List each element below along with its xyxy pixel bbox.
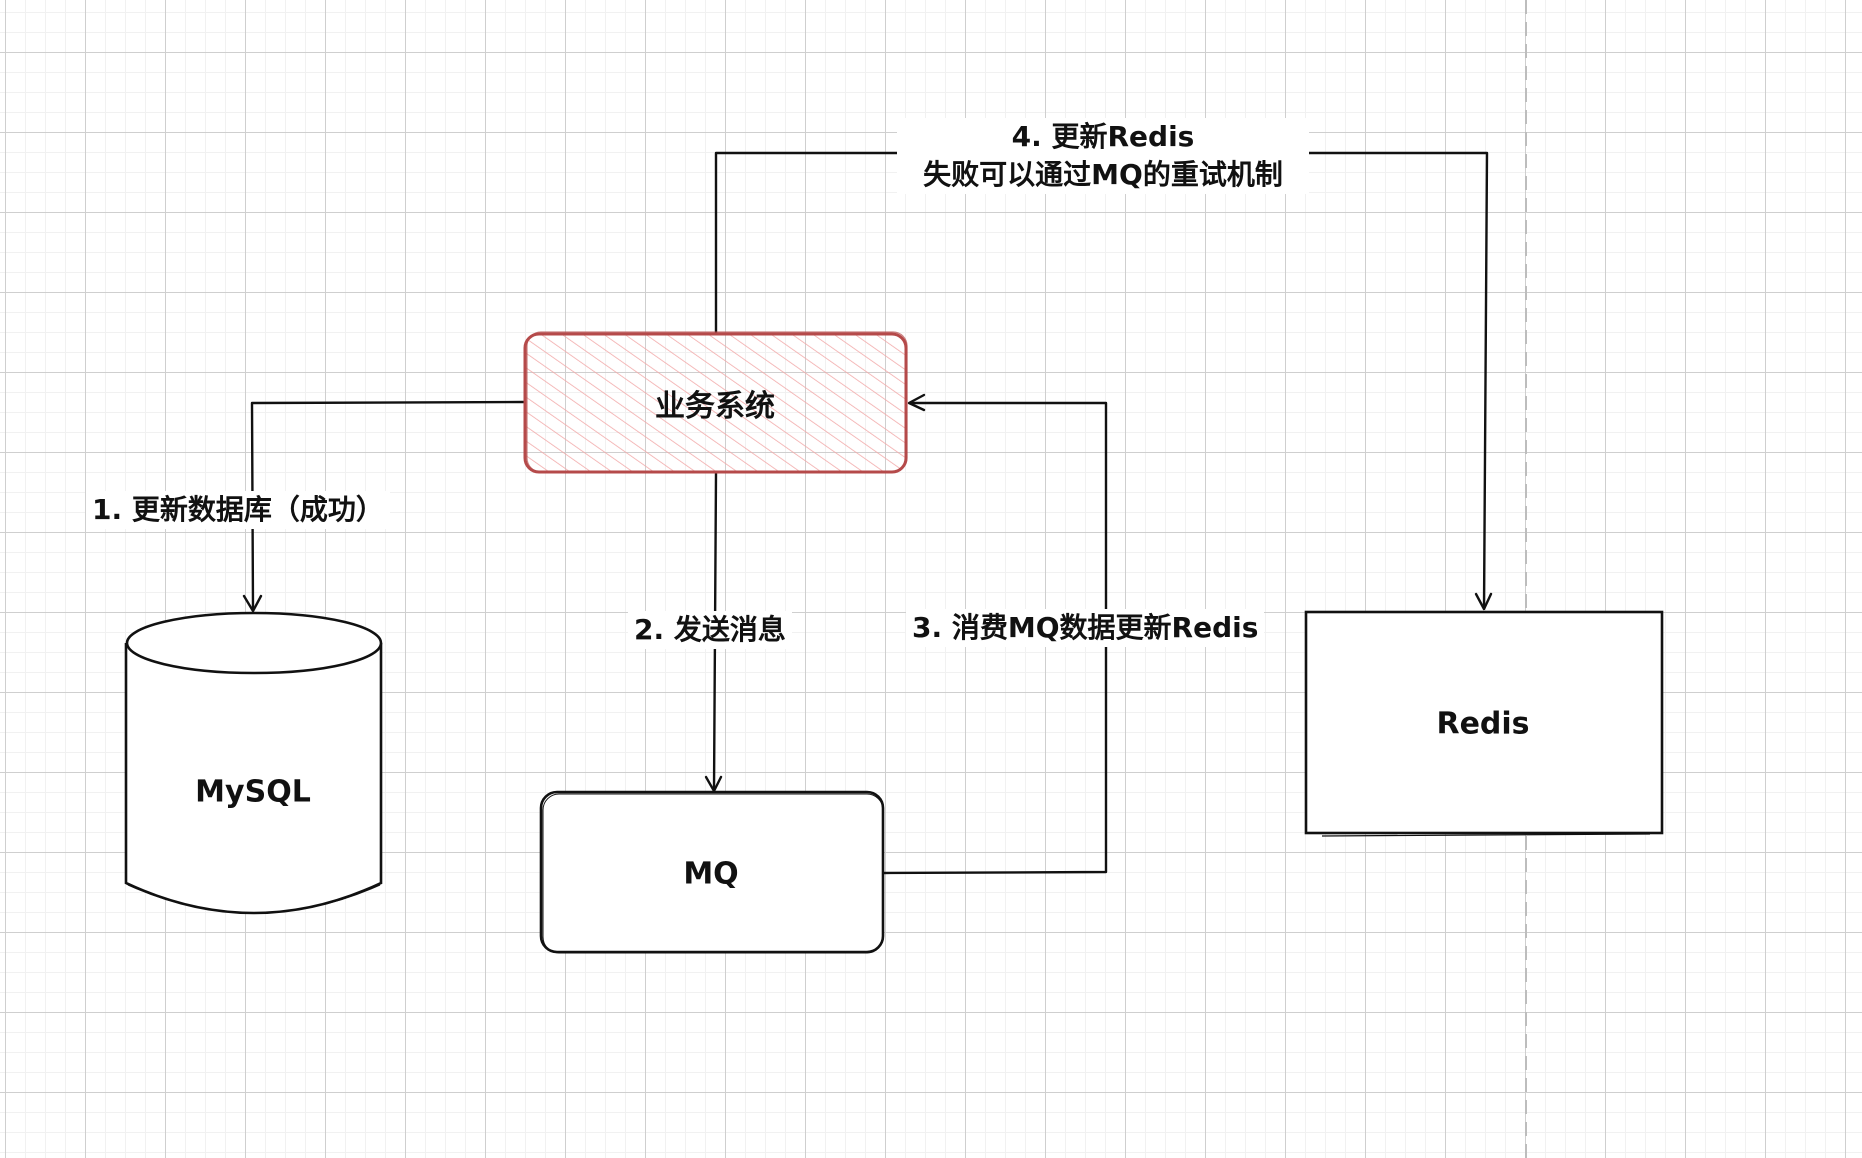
mq-label: MQ (683, 856, 739, 892)
redis-label: Redis (1436, 706, 1530, 742)
business-system-label: 业务系统 (655, 389, 775, 424)
node-mysql[interactable] (124, 611, 383, 915)
arrowhead-icon (242, 594, 263, 613)
edge-label-consume-mq: 3. 消费MQ数据更新Redis (906, 609, 1265, 647)
edge-label-update-redis-line2: 失败可以通过MQ的重试机制 (923, 158, 1283, 191)
arrowhead-icon (1474, 592, 1493, 611)
mysql-label: MySQL (195, 774, 311, 810)
node-mq[interactable] (539, 790, 885, 954)
edge-label-update-redis: 4. 更新Redis 失败可以通过MQ的重试机制 (897, 118, 1309, 194)
edge-label-update-redis-line1: 4. 更新Redis (1011, 120, 1195, 153)
edge-update-database[interactable] (242, 400, 526, 613)
arrowhead-icon (907, 393, 926, 412)
node-redis[interactable] (1304, 610, 1664, 837)
edge-label-update-database: 1. 更新数据库（成功） (86, 491, 390, 529)
edge-label-send-message: 2. 发送消息 (628, 611, 792, 649)
node-business-system[interactable] (523, 331, 908, 474)
